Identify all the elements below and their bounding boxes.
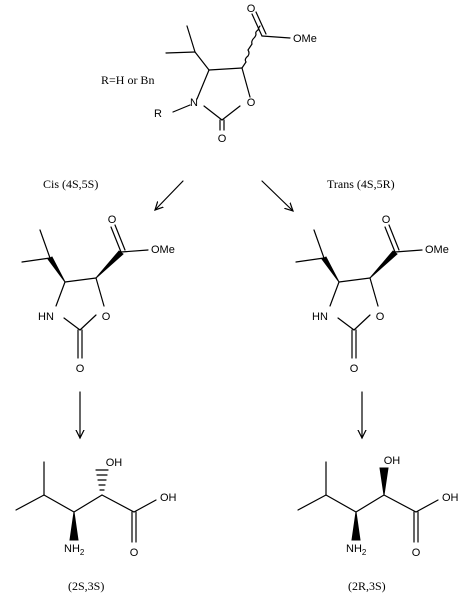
bond (15, 494, 45, 511)
atom-label: NH2 (346, 543, 367, 557)
atom-label: HN (38, 311, 54, 323)
bond (101, 494, 135, 513)
bond (383, 494, 417, 513)
wedge-bond (369, 250, 398, 279)
atom-label: O (247, 97, 256, 109)
starting-oxazolidinone: R=H or Bn R N O O O OMe (101, 3, 317, 145)
atom-label: HN (312, 311, 328, 323)
atom-label: OMe (425, 244, 449, 256)
wavy-bond (241, 25, 261, 69)
bond (325, 494, 357, 513)
atom-label: N (190, 97, 198, 109)
atom-label: O (76, 363, 85, 375)
product-2s3s: OH OH O NH2 (15, 457, 177, 559)
atom-label: O (350, 363, 359, 375)
bond (186, 25, 196, 53)
bond (297, 494, 327, 511)
bond (221, 105, 241, 121)
atom-label: O (412, 547, 421, 559)
wedge-bond (321, 256, 340, 283)
bond (196, 69, 210, 100)
bond (384, 226, 396, 253)
atom-label: OH (106, 457, 123, 469)
bond (415, 499, 439, 513)
cis-oxazolidinone: HN O O O OMe (21, 214, 175, 375)
atom-label: O (102, 311, 111, 323)
product-left-stereo: (2S,3S) (68, 579, 104, 593)
atom-label: O (382, 214, 391, 226)
atom-label: O (247, 3, 256, 15)
bond (43, 494, 75, 513)
bond (95, 277, 105, 307)
bond (241, 67, 251, 98)
wedge-bond (379, 467, 389, 496)
atom-label: OH (160, 492, 177, 504)
bond (388, 224, 400, 251)
atom-label: O (218, 133, 227, 145)
trans-title: Trans (4S,5R) (327, 177, 395, 191)
bond (251, 13, 263, 37)
bond (120, 249, 149, 253)
bond (73, 494, 103, 513)
bond (55, 281, 66, 307)
bond (203, 105, 223, 121)
r-group-note: R=H or Bn (101, 73, 154, 87)
atom-label: O (130, 547, 139, 559)
bond (39, 229, 51, 259)
product-2r3s: OH OH O NH2 (297, 455, 459, 559)
atom-label: OMe (293, 33, 317, 45)
atom-label: NH2 (64, 543, 85, 557)
bond (21, 257, 51, 263)
cis-title: Cis (4S,5S) (43, 177, 98, 191)
wedge-bond (47, 256, 66, 283)
bond (337, 317, 355, 331)
atom-label: OH (442, 492, 459, 504)
bond (133, 499, 157, 513)
trans-oxazolidinone: HN O O O OMe (295, 214, 449, 375)
bond (394, 249, 423, 253)
bond (255, 11, 267, 35)
bond (369, 277, 379, 307)
bond (79, 314, 97, 331)
atom-label: OH (384, 455, 401, 467)
arrow-to-cis (155, 180, 184, 210)
bond (64, 277, 97, 283)
atom-label: R (154, 108, 162, 120)
bond (295, 257, 325, 263)
arrow-to-trans (261, 180, 293, 211)
hashed-wedge-bond (95, 469, 109, 491)
bond (261, 35, 291, 39)
bond (338, 277, 371, 283)
wedge-bond (95, 250, 124, 279)
bond (313, 229, 325, 259)
bond (110, 226, 122, 253)
bond (208, 67, 243, 71)
bond (114, 224, 126, 251)
atom-label: O (108, 214, 117, 226)
bond (63, 317, 81, 331)
product-right-stereo: (2R,3S) (348, 579, 386, 593)
atom-label: OMe (151, 244, 175, 256)
bond (172, 104, 191, 113)
atom-label: O (376, 311, 385, 323)
bond (165, 51, 196, 54)
bond (355, 494, 385, 513)
wedge-bond (69, 511, 79, 541)
wedge-bond (351, 511, 361, 541)
bond (194, 51, 210, 71)
bond (329, 281, 340, 307)
bond (353, 314, 371, 331)
